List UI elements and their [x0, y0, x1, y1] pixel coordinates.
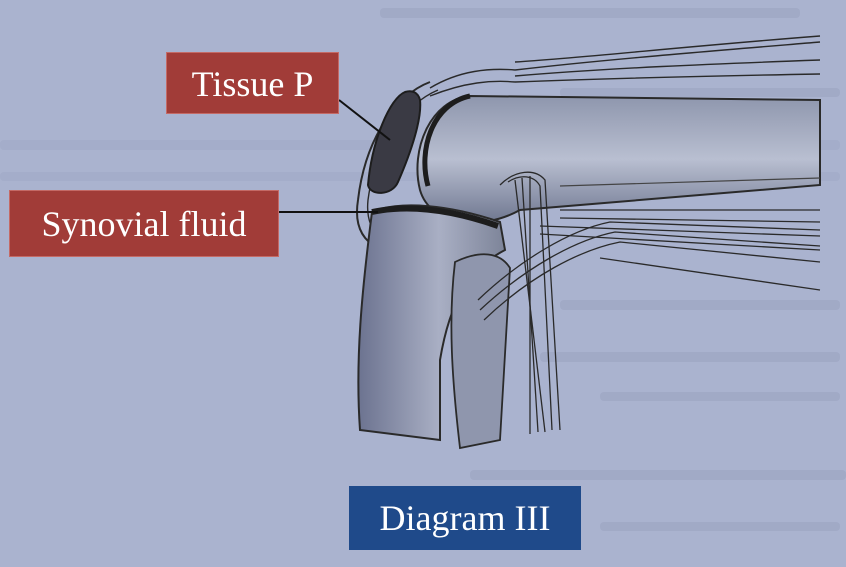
femur: [416, 94, 821, 224]
leader-line-tissue-p: [338, 99, 391, 141]
upper-tendon: [429, 35, 821, 97]
ligaments: [477, 171, 821, 434]
diagram-caption: Diagram III: [349, 486, 581, 550]
synovial-fluid-label: Synovial fluid: [9, 190, 279, 257]
tissue-p-label: Tissue P: [166, 52, 339, 114]
fibula: [450, 253, 511, 450]
tissue-p-structure: [366, 90, 422, 194]
